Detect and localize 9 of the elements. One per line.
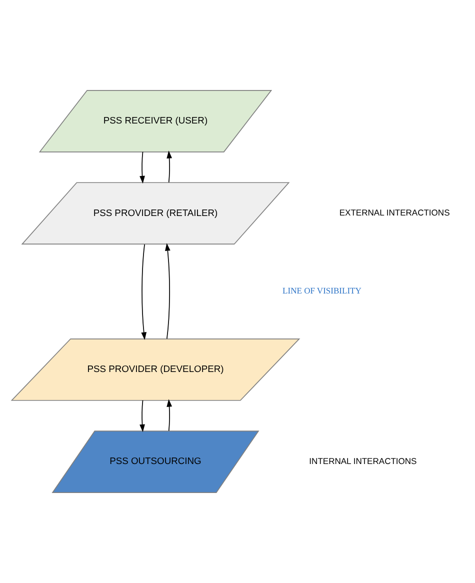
label: EXTERNAL INTERACTIONS (339, 208, 450, 218)
label: LINE OF VISIBILITY (282, 286, 362, 296)
arrow (166, 150, 172, 183)
arrow (164, 243, 170, 340)
arrow (140, 151, 145, 184)
arrow (141, 244, 147, 340)
label: INTERNAL INTERACTIONS (309, 456, 417, 466)
arrow (140, 400, 145, 432)
arrow (166, 399, 172, 432)
